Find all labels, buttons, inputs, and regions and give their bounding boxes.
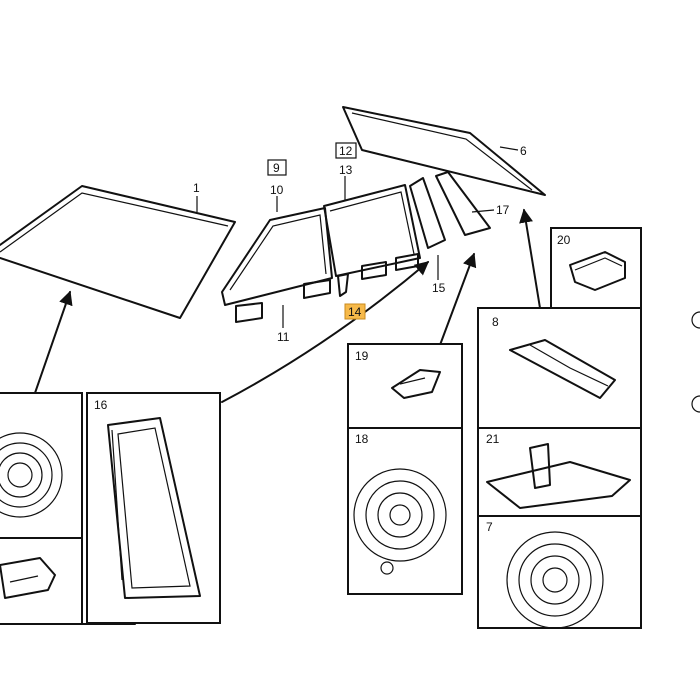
panel-left-clip <box>0 537 83 625</box>
label-8: 8 <box>492 315 499 329</box>
panel-21-regulator-bracket <box>477 427 642 517</box>
label-9: 9 <box>273 161 280 175</box>
panel-20-end-cap <box>550 227 642 309</box>
part-13-rear-door-glass <box>323 176 421 297</box>
part-10-front-door-glass <box>221 196 333 328</box>
panel-19-clip <box>347 343 463 429</box>
label-1: 1 <box>193 181 200 195</box>
label-12: 12 <box>339 144 353 158</box>
part-15-quarter-glass <box>409 177 446 280</box>
label-21: 21 <box>486 432 500 446</box>
label-12-box <box>335 142 357 159</box>
arrows <box>34 208 541 403</box>
part-1-windshield <box>0 185 236 319</box>
label-7: 7 <box>486 520 493 534</box>
label-13: 13 <box>339 163 353 177</box>
label-9-box <box>267 159 287 176</box>
label-15: 15 <box>432 281 446 295</box>
panel-7-seal-roll <box>477 515 642 629</box>
right-edge-marks <box>691 311 700 413</box>
label-17: 17 <box>496 203 510 217</box>
label-16: 16 <box>94 398 108 412</box>
label-6: 6 <box>520 144 527 158</box>
panel-8-guide-rail <box>477 307 642 429</box>
label-20: 20 <box>557 233 571 247</box>
label-19: 19 <box>355 349 369 363</box>
part-6-rear-window <box>342 106 546 196</box>
panel-18-seal-roll <box>347 427 463 595</box>
part-17-rear-quarter-glass <box>435 171 495 236</box>
label-18: 18 <box>355 432 369 446</box>
label-14-highlight <box>344 303 366 320</box>
panel-left-seal-roll <box>0 392 83 539</box>
label-14: 14 <box>348 305 362 319</box>
label-11: 11 <box>277 330 290 344</box>
panel-16-door-frame-seal <box>86 392 221 624</box>
label-10: 10 <box>270 183 284 197</box>
